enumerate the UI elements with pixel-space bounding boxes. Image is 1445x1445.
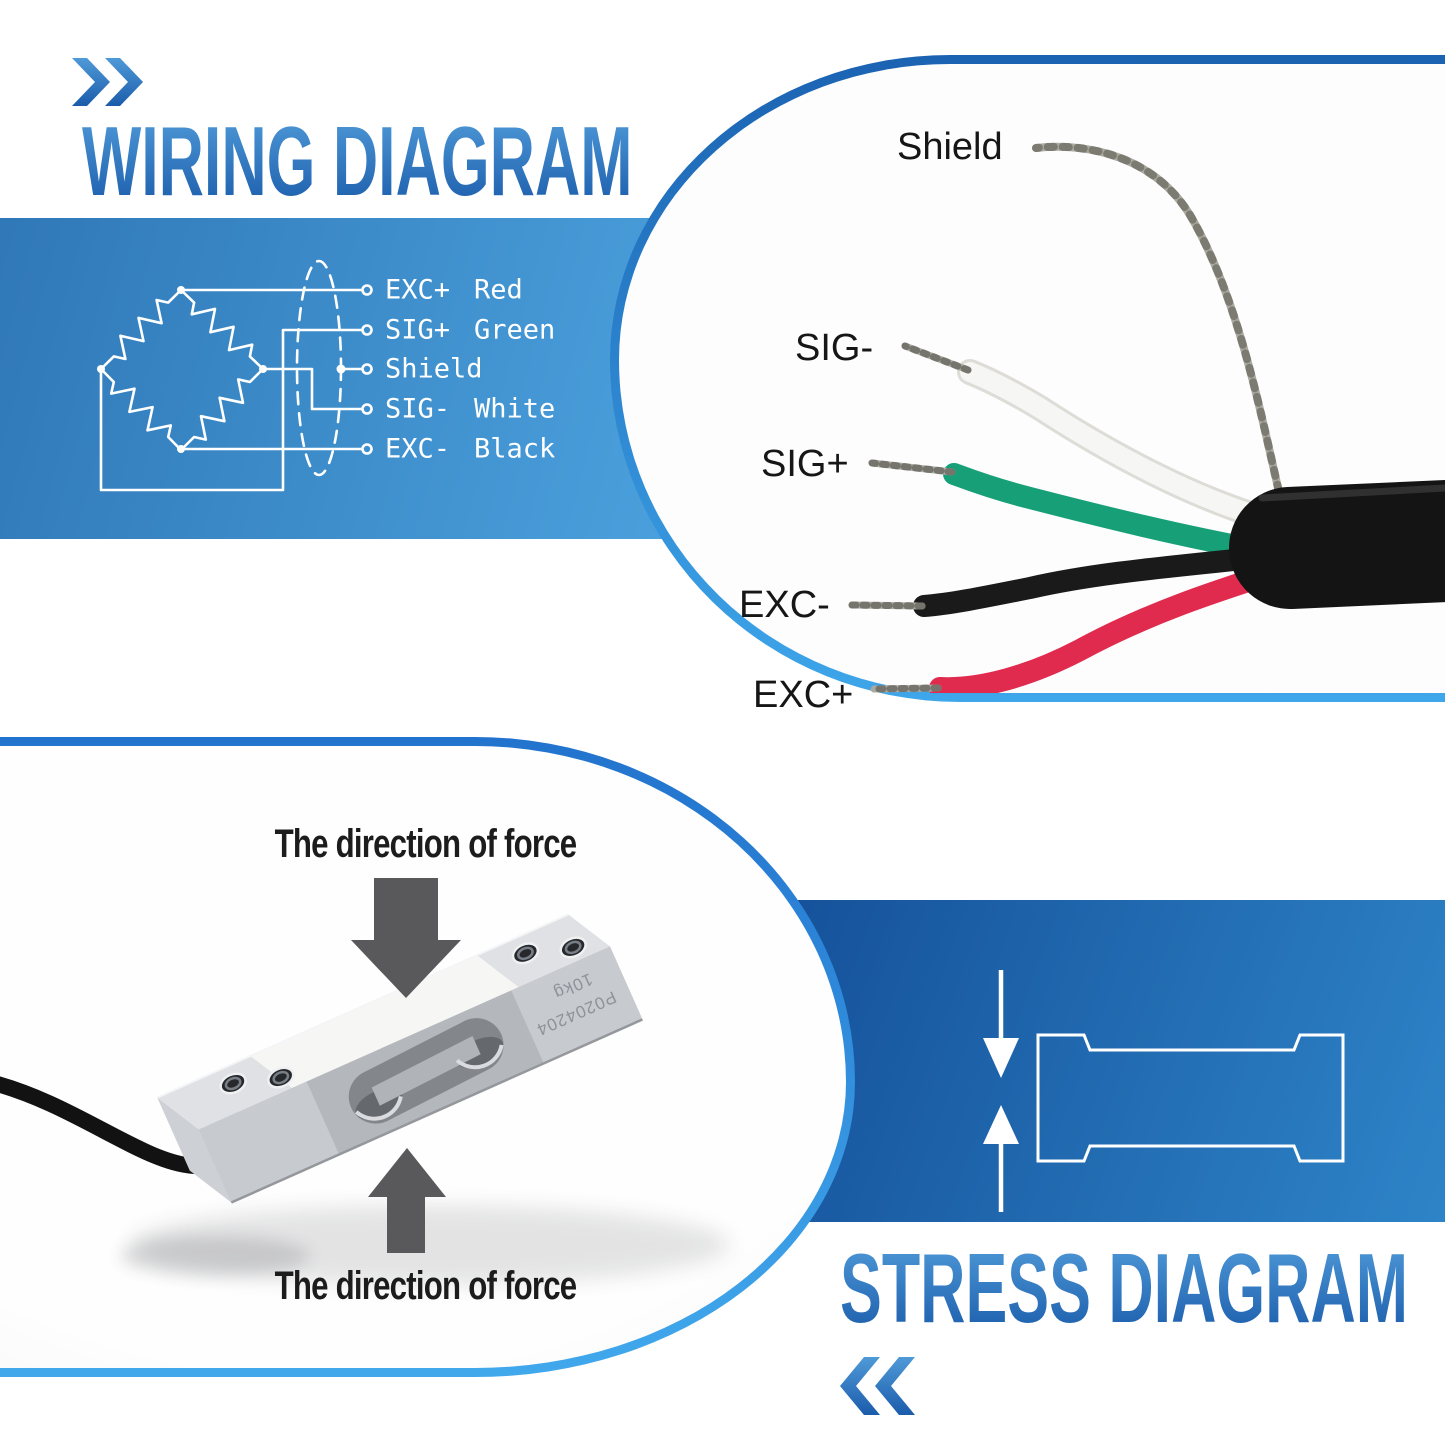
bridge-resistor <box>179 367 265 452</box>
wire-label-exc-plus: EXC+ <box>753 674 854 716</box>
sig-plus-bare-twist <box>868 459 956 476</box>
screw-hole <box>511 942 540 965</box>
stress-diagram-drawing <box>983 970 1345 1212</box>
wiring-section-title: WIRING DIAGRAM <box>82 112 942 210</box>
schematic-label-exc-plus: EXC+ <box>385 275 450 306</box>
cable-jacket-highlight <box>1258 484 1445 502</box>
exc-plus-wire <box>929 561 1287 693</box>
bridge-node-dot <box>97 365 105 373</box>
schematic-color-green: Green <box>474 315 555 346</box>
load-cell-right-block <box>511 946 643 1064</box>
bridge-schematic: EXC+ Red SIG+ Green Shield SIG- White EX… <box>97 259 555 492</box>
cutout-beam <box>371 1036 481 1106</box>
down-arrow-head <box>983 1038 1019 1078</box>
schematic-label-sig-plus: SIG+ <box>385 315 450 346</box>
force-direction-label-bottom-text: The direction of force <box>274 1264 578 1308</box>
shield-junction-dot <box>336 364 346 374</box>
exc-minus-bare-twist <box>848 601 926 610</box>
shield-wire-twist <box>1032 142 1286 509</box>
stress-diagram-panel <box>780 900 1445 1222</box>
shield-wire <box>1032 142 1286 509</box>
load-cell-profile-outline <box>1036 1033 1345 1163</box>
load-cell-photo: 10kg P0204204 <box>0 878 730 1285</box>
schematic-label-shield: Shield <box>385 354 483 385</box>
sig-minus-bare-twist <box>901 342 972 374</box>
force-direction-label-bottom: The direction of force <box>232 1264 592 1309</box>
bridge-node-dot <box>177 286 185 294</box>
load-cell-cutout <box>348 1018 504 1124</box>
bridge-resistor <box>179 288 265 371</box>
load-cell-bottom-edge <box>230 1018 643 1204</box>
bridge-resistor <box>99 367 183 452</box>
load-cell-top-edge-highlight <box>156 913 569 1099</box>
force-up-arrow <box>368 1148 446 1253</box>
schematic-color-red: Red <box>474 275 523 306</box>
mounting-holes <box>219 936 587 1095</box>
schematic-label-exc-minus: EXC- <box>385 434 450 465</box>
wire-sig-plus-line <box>99 328 364 492</box>
load-cell-body: 10kg P0204204 <box>156 913 643 1204</box>
load-cell-cable <box>0 1076 211 1175</box>
wire-label-exc-minus: EXC- <box>739 584 830 626</box>
wire-label-sig-minus: SIG- <box>795 327 874 369</box>
force-direction-label-top-text: The direction of force <box>274 822 578 866</box>
load-cell-shadow <box>130 1205 730 1285</box>
terminal-circle-sig-minus <box>361 403 373 415</box>
screw-hole <box>219 1072 247 1095</box>
sig-plus-wire <box>943 463 1279 563</box>
cutout-highlight-right <box>455 1044 504 1070</box>
load-cell-left-block <box>198 1081 340 1203</box>
double-chevron-right-icon <box>72 58 143 106</box>
force-down-arrow <box>351 878 461 998</box>
load-cell-white-strip <box>250 955 519 1088</box>
double-chevron-left-icon <box>840 1357 915 1415</box>
stress-title-text: STRESS DIAGRAM <box>840 1233 1409 1343</box>
load-cell-photo-frame <box>0 737 855 1377</box>
exc-minus-wire <box>913 545 1283 617</box>
terminal-circle-shield <box>361 363 373 375</box>
terminal-circle-sig-plus <box>361 324 373 336</box>
cable-jacket <box>1229 480 1445 609</box>
bridge-node-dot <box>259 365 267 373</box>
exc-plus-bare-twist <box>870 684 942 693</box>
screw-hole <box>267 1066 295 1089</box>
force-direction-label-top: The direction of force <box>232 822 592 867</box>
wire-label-sig-plus: SIG+ <box>761 443 849 485</box>
stress-section-title: STRESS DIAGRAM <box>840 1239 1445 1337</box>
schematic-color-white: White <box>474 394 555 425</box>
terminal-circle-exc-minus <box>361 443 373 455</box>
cutout-highlight-left <box>354 1095 403 1121</box>
sig-minus-wire <box>960 362 1280 530</box>
load-cell-shadow-near <box>120 1236 310 1276</box>
wire-sig-minus-line <box>261 367 364 411</box>
schematic-color-black: Black <box>474 434 555 465</box>
schematic-label-sig-minus: SIG- <box>385 394 450 425</box>
up-arrow-head <box>983 1105 1019 1144</box>
cable-photo <box>848 142 1445 693</box>
wiring-title-text: WIRING DIAGRAM <box>82 106 633 216</box>
screw-hole <box>559 936 587 959</box>
load-cell-end-face <box>157 1097 232 1203</box>
bridge-resistor <box>99 288 183 371</box>
wire-label-shield: Shield <box>897 126 1003 168</box>
bridge-node-dot <box>177 445 185 453</box>
terminal-circle-exc-plus <box>361 284 373 296</box>
